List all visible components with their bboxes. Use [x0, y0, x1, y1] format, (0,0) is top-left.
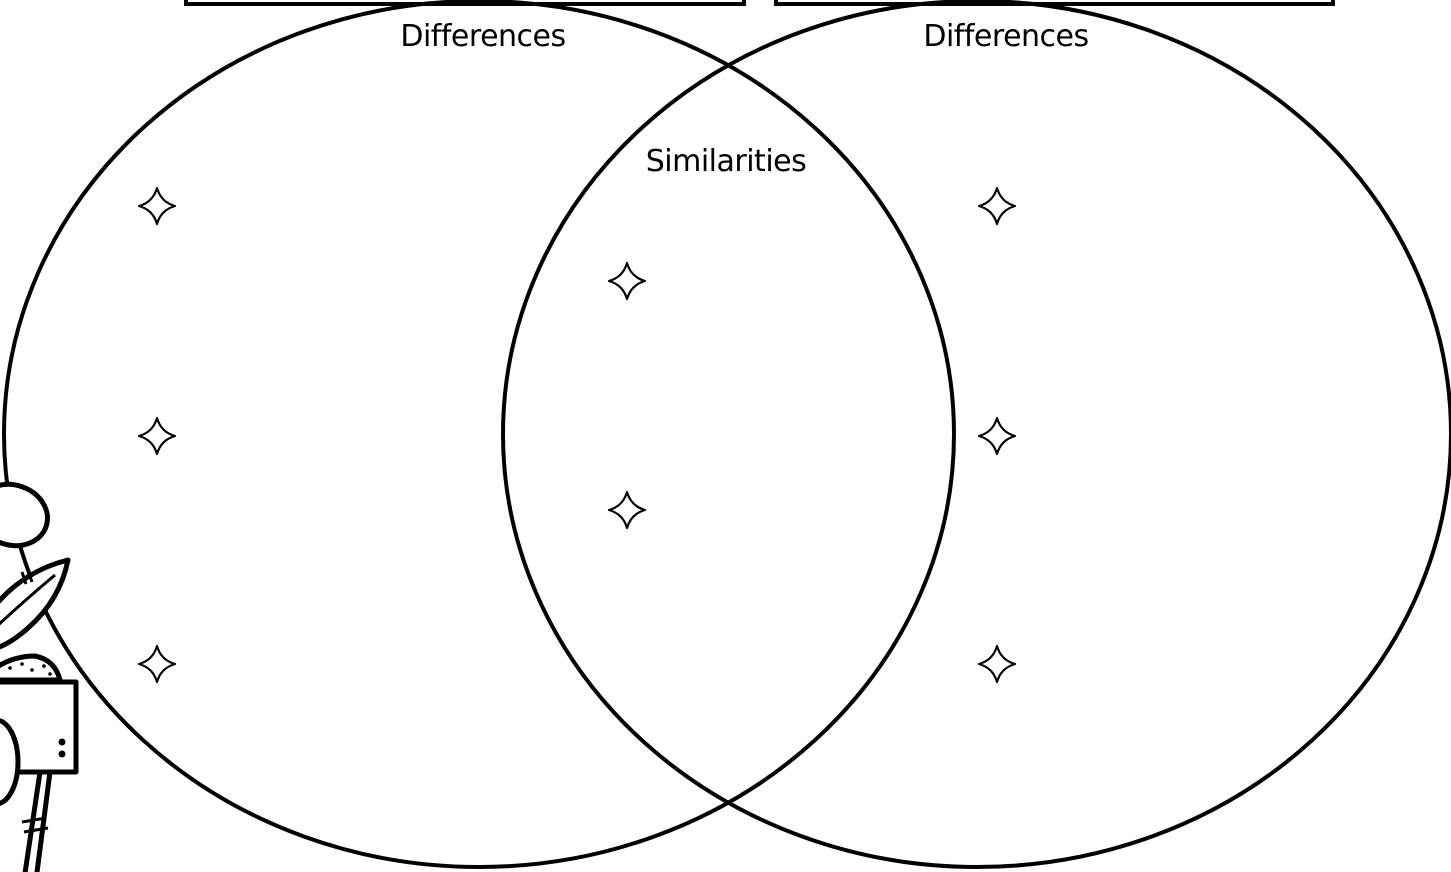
- left-differences-label: Differences: [400, 19, 565, 54]
- similarities-label: Similarities: [646, 144, 807, 179]
- right-bullet-star-icon: [979, 418, 1015, 454]
- left-bullet-star-icon: [139, 418, 175, 454]
- cartoon-figure-clipart: [0, 475, 76, 872]
- left-bullet-star-icon: [139, 188, 175, 224]
- center-bullet-star-icon: [609, 263, 645, 299]
- center-bullet-star-icon: [609, 492, 645, 528]
- right-bullet-star-icon: [979, 188, 1015, 224]
- right-differences-label: Differences: [923, 19, 1088, 54]
- right-title-box: [776, 0, 1333, 4]
- right-bullet-star-icon: [979, 646, 1015, 682]
- right-circle: [503, 1, 1451, 867]
- left-bullet-star-icon: [139, 646, 175, 682]
